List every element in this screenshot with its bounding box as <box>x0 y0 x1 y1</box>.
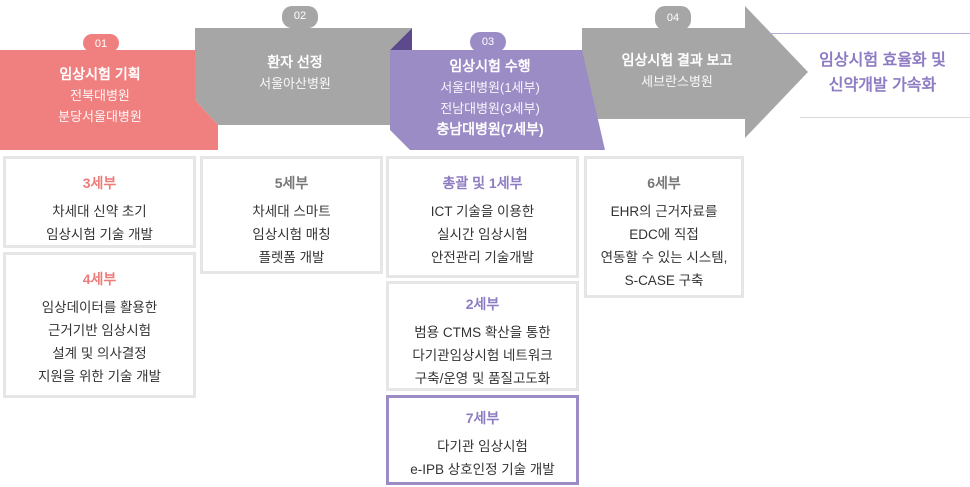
box-4-line-2: 근거기반 임상시험 <box>47 323 152 338</box>
box-4-line-4: 지원을 위한 기술 개발 <box>37 369 162 384</box>
stage-2-text: 환자 선정 서울아산병원 <box>195 52 395 94</box>
stage-1-sub-1: 전북대병원 <box>70 88 130 103</box>
box-2-label: 2세부 <box>465 296 500 312</box>
box-2-line-2: 다기관임상시험 네트워크 <box>412 348 553 363</box>
box-5-label: 5세부 <box>274 175 309 191</box>
box-2-line-3: 구축/운영 및 품질고도화 <box>414 371 551 386</box>
box-4-sebu: 4세부 임상데이터를 활용한 근거기반 임상시험 설계 및 의사결정 지원을 위… <box>3 252 196 398</box>
box-1-sebu: 총괄 및 1세부 ICT 기술을 이용한 실시간 임상시험 안전관리 기술개발 <box>386 156 579 278</box>
box-7-line-2: e-IPB 상호인정 기술 개발 <box>410 462 555 477</box>
stage-3-sub-2: 전남대병원(3세부) <box>440 101 540 116</box>
box-4-line-1: 임상데이터를 활용한 <box>41 300 158 315</box>
box-3-line-1: 차세대 신약 초기 <box>52 204 147 219</box>
box-3-sebu: 3세부 차세대 신약 초기 임상시험 기술 개발 <box>3 156 196 248</box>
box-1-line-3: 안전관리 기술개발 <box>430 250 535 265</box>
stage-4-text: 임상시험 결과 보고 세브란스병원 <box>582 50 772 92</box>
stage-3-text: 임상시험 수행 서울대병원(1세부) 전남대병원(3세부) 충남대병원(7세부) <box>390 56 590 140</box>
stage-4-title: 임상시험 결과 보고 <box>621 52 733 68</box>
stage-3-sub-1: 서울대병원(1세부) <box>440 80 540 95</box>
stage-4-badge <box>655 6 691 30</box>
box-5-line-1: 차세대 스마트 <box>252 204 331 219</box>
final-top-line <box>770 33 970 34</box>
stage-2-number: 02 <box>293 10 307 22</box>
process-flow-arrows <box>0 6 808 150</box>
final-bottom-line <box>800 117 970 118</box>
box-5-line-3: 플렛폼 개발 <box>258 250 325 265</box>
box-4-label: 4세부 <box>82 271 117 287</box>
box-6-line-2: EDC에 직접 <box>629 227 699 242</box>
box-7-line-1: 다기관 임상시험 <box>437 439 528 454</box>
stage-3-arrow <box>390 50 605 150</box>
stage-1-arrow <box>0 50 218 150</box>
final-goal-line-2: 신약개발 가속화 <box>828 77 937 94</box>
box-5-line-2: 임상시험 매칭 <box>252 227 331 242</box>
stage-2-badge <box>282 6 318 28</box>
box-4-line-3: 설계 및 의사결정 <box>52 346 147 361</box>
box-6-label: 6세부 <box>647 175 681 191</box>
box-1-line-2: 실시간 임상시험 <box>437 227 528 242</box>
box-1-label: 총괄 및 1세부 <box>442 175 523 191</box>
stage-2-sub-1: 서울아산병원 <box>259 76 331 91</box>
stage-3-title: 임상시험 수행 <box>449 58 531 74</box>
stage-1-number: 01 <box>94 38 108 50</box>
box-2-line-1: 범용 CTMS 확산을 통한 <box>414 325 551 340</box>
stage-1-badge <box>83 34 119 52</box>
box-6-line-1: EHR의 근거자료를 <box>610 204 718 219</box>
stage-3-badge <box>470 32 506 52</box>
stage-4-number: 04 <box>666 12 680 24</box>
box-6-line-4: S-CASE 구축 <box>624 273 704 288</box>
stage-2-title: 환자 선정 <box>267 54 323 70</box>
stage-3-sub-bold: 충남대병원(7세부) <box>436 121 544 137</box>
box-5-sebu: 5세부 차세대 스마트 임상시험 매칭 플렛폼 개발 <box>200 156 383 274</box>
box-1-line-1: ICT 기술을 이용한 <box>430 204 535 219</box>
box-2-sebu: 2세부 범용 CTMS 확산을 통한 다기관임상시험 네트워크 구축/운영 및 … <box>386 281 579 391</box>
stage-1-sub-2: 분당서울대병원 <box>58 109 142 124</box>
stage-3-number: 03 <box>481 36 495 48</box>
box-3-label: 3세부 <box>82 175 117 191</box>
stage-1-title: 임상시험 기획 <box>59 66 141 82</box>
final-goal: 임상시험 효율화 및 신약개발 가속화 <box>795 48 970 98</box>
box-3-line-2: 임상시험 기술 개발 <box>46 227 153 242</box>
stage-4-arrow <box>582 6 808 138</box>
box-6-line-3: 연동할 수 있는 시스템, <box>600 250 728 265</box>
stage-1-text: 임상시험 기획 전북대병원 분당서울대병원 <box>0 64 200 127</box>
box-7-label: 7세부 <box>465 410 500 426</box>
box-7-sebu: 7세부 다기관 임상시험 e-IPB 상호인정 기술 개발 <box>386 395 579 485</box>
final-goal-line-1: 임상시험 효율화 및 <box>819 52 946 69</box>
box-6-sebu: 6세부 EHR의 근거자료를 EDC에 직접 연동할 수 있는 시스템, S-C… <box>584 156 744 298</box>
stage-2-arrow <box>195 28 412 125</box>
stage-4-sub-1: 세브란스병원 <box>641 74 713 89</box>
